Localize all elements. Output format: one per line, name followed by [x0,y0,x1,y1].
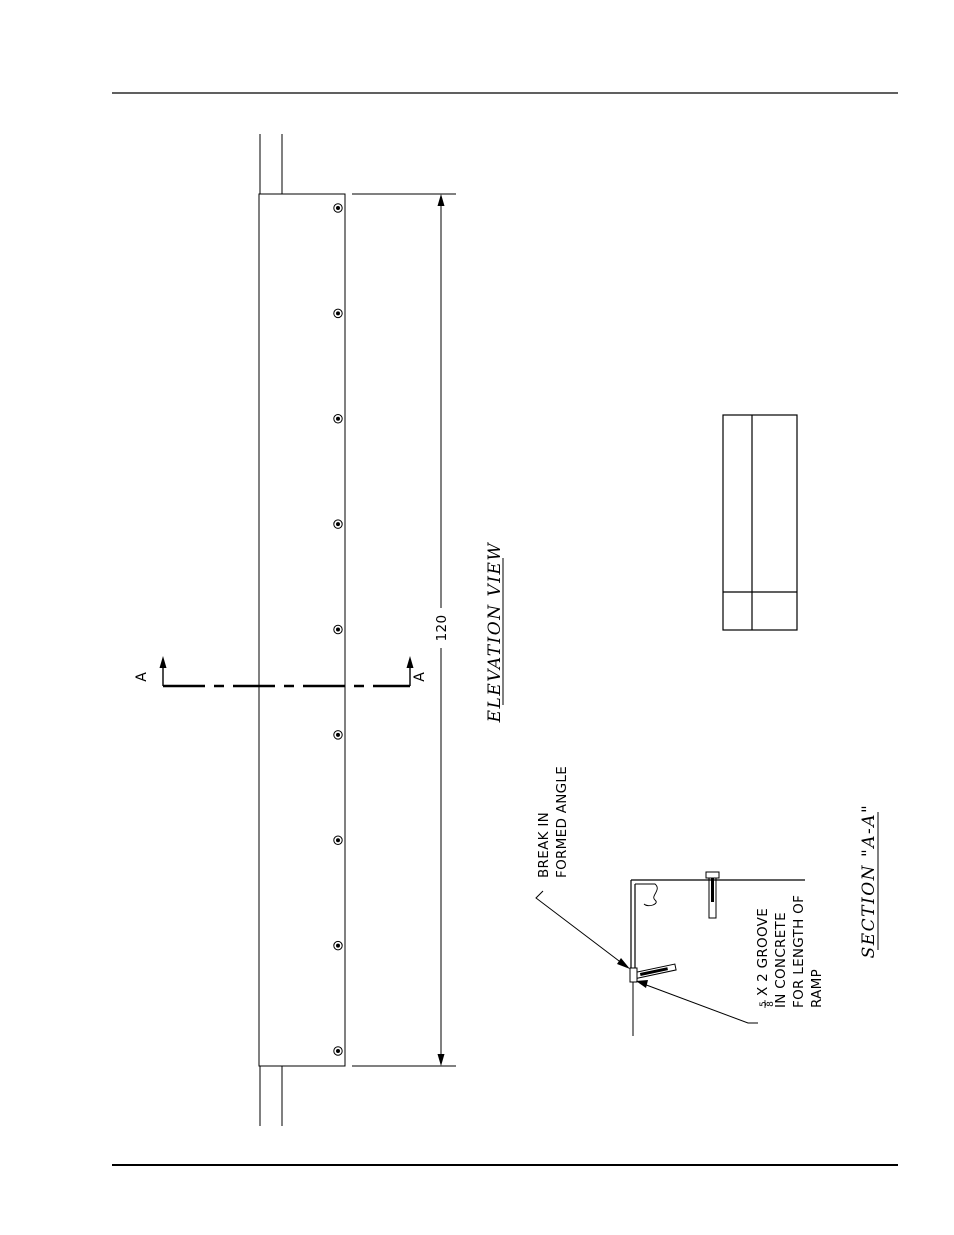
bolt-center [336,206,340,210]
angle-break-curve [635,884,657,906]
elevation-view [160,134,457,1126]
bolt-center [336,1049,340,1053]
ramp-plate [259,194,345,1066]
title-block-frame [723,415,797,630]
leader-groove-arrow [636,980,648,988]
groove-block [630,968,637,982]
dimension-arrow-top [438,194,445,206]
bolt-center [336,838,340,842]
callout-break-line-2: FORMED ANGLE [554,766,570,878]
callout-groove-line-4: RAMP [809,969,825,1008]
section-marker-left: A [134,672,150,682]
title-block [723,415,797,630]
top-anchor-nut [706,872,719,878]
callout-groove-line-3: FOR LENGTH OF [791,895,807,1008]
elevation-view-title: ELEVATION VIEW [485,542,505,724]
section-arrow-head-left [160,656,167,668]
section-view-title: SECTION "A-A" [859,804,879,959]
bolt-center [336,311,340,315]
bolt-center [336,522,340,526]
leader-break [536,891,627,967]
dimension-text: 120 [434,615,450,642]
bolt-center [336,628,340,632]
leader-groove [641,983,758,1023]
leader-break-arrow [617,958,630,969]
section-marker-right: A [412,672,428,682]
bolt-center [336,417,340,421]
bolt-group [334,204,342,1055]
callout-groove-line-1: X 2 GROOVE [755,908,771,996]
callout-groove-line-2: IN CONCRETE [773,912,789,1008]
section-arrow-head-right [407,656,414,668]
callout-break-line-1: BREAK IN [536,812,552,878]
bolt-center [336,944,340,948]
bolt-center [336,733,340,737]
dimension-arrow-bottom [438,1054,445,1066]
